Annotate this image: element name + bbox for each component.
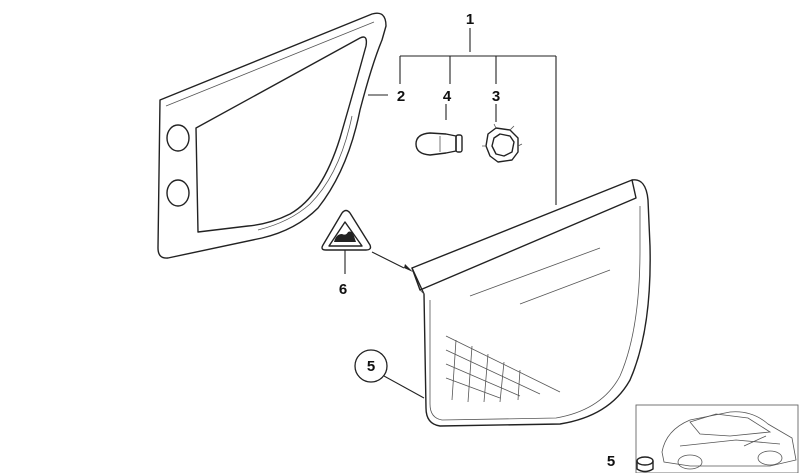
vehicle-thumbnail-inset <box>635 404 799 473</box>
callout-3: 3 <box>492 88 500 105</box>
tail-light-lens[interactable] <box>411 179 651 427</box>
leader-lines <box>344 28 557 399</box>
warning-triangle-label[interactable] <box>321 209 372 251</box>
callout-4: 4 <box>443 88 452 105</box>
inset-callout-5: 5 <box>607 453 615 470</box>
gasket-frame[interactable] <box>157 12 387 259</box>
callout-5-circle <box>354 349 388 383</box>
callout-1: 1 <box>466 11 474 28</box>
callout-6: 6 <box>339 281 347 298</box>
bulb-socket[interactable] <box>482 123 523 163</box>
callout-2: 2 <box>397 88 405 105</box>
gasket-hole-upper <box>166 124 190 152</box>
gasket-hole-lower <box>166 179 190 207</box>
callout-5: 5 <box>367 358 375 375</box>
bulb[interactable] <box>415 132 463 156</box>
small-plug-part <box>636 456 654 473</box>
